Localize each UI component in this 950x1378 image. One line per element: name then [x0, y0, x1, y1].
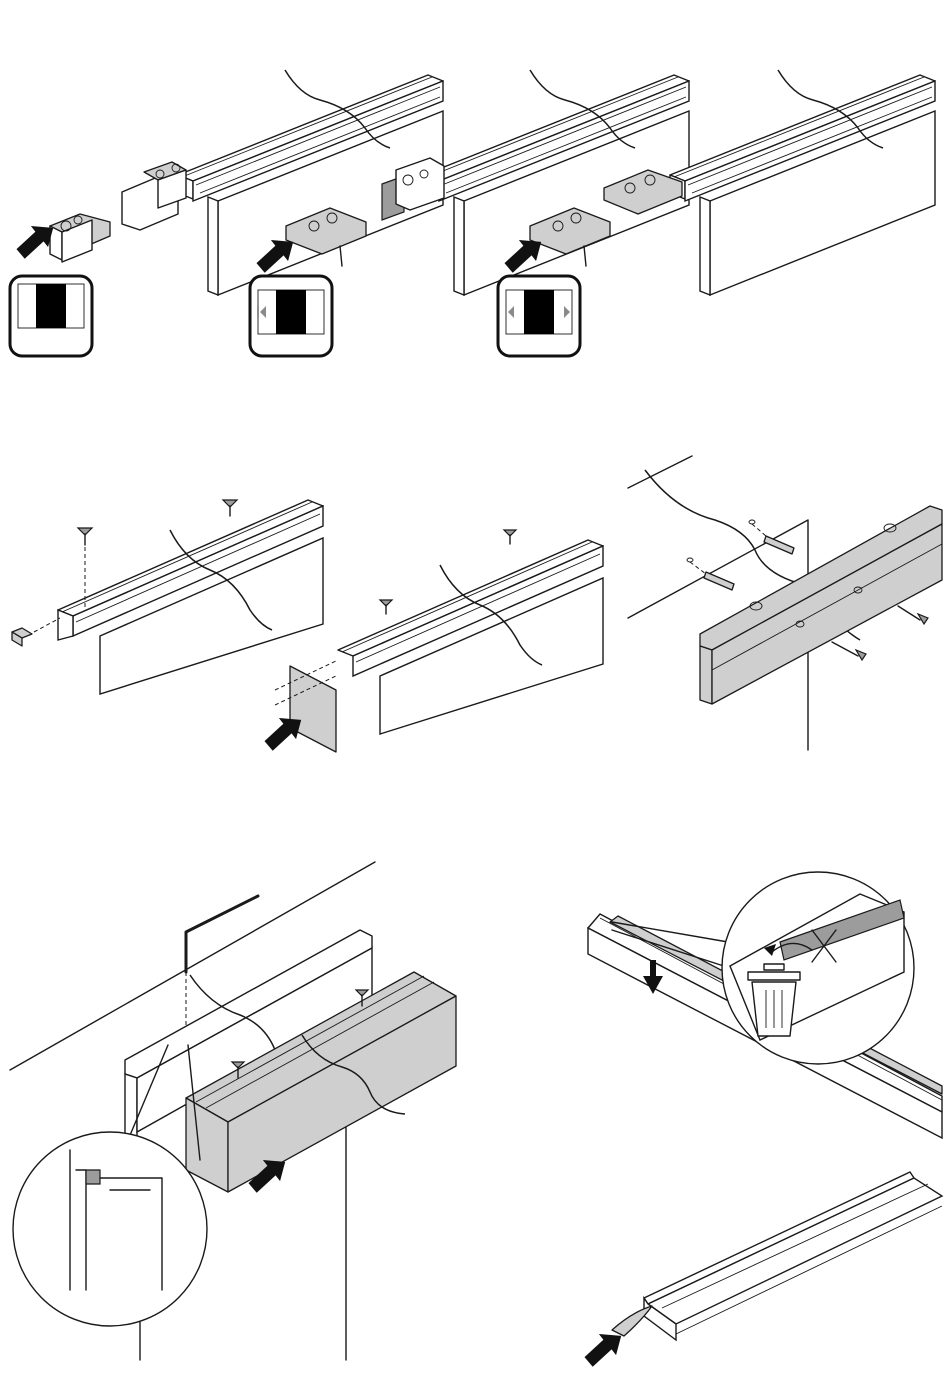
- screw-icon: [504, 530, 516, 544]
- panel-end-cap-insert: [579, 1172, 942, 1368]
- wall-profile: [700, 506, 942, 704]
- rail-profile: [338, 540, 603, 734]
- screw-icon: [832, 642, 866, 660]
- symbol-one-side-open: [250, 276, 332, 356]
- wall-outline: [628, 456, 692, 488]
- slot-nut: [12, 618, 60, 646]
- screw-icon: [898, 606, 928, 624]
- end-holder-part: [50, 214, 110, 262]
- panel-strip-removal: [588, 872, 942, 1138]
- end-holder-exploded: [122, 162, 186, 230]
- screw-icon: [380, 600, 392, 614]
- rail-profile: [58, 500, 323, 694]
- panel-cover-installation: [10, 862, 456, 1360]
- rail-profile: [670, 75, 935, 295]
- symbol-closed-end: [10, 276, 92, 356]
- symbol-both-sides-open: [498, 276, 580, 356]
- panel-screw-mounting: [12, 500, 603, 752]
- screw-icon: [223, 500, 237, 516]
- wall-plug-icon: [687, 558, 734, 590]
- panel-wall-mounting: [628, 456, 942, 750]
- panel-end-cap-variants: [10, 70, 935, 356]
- cover-profile: [644, 1172, 942, 1340]
- end-cap: [612, 1306, 652, 1336]
